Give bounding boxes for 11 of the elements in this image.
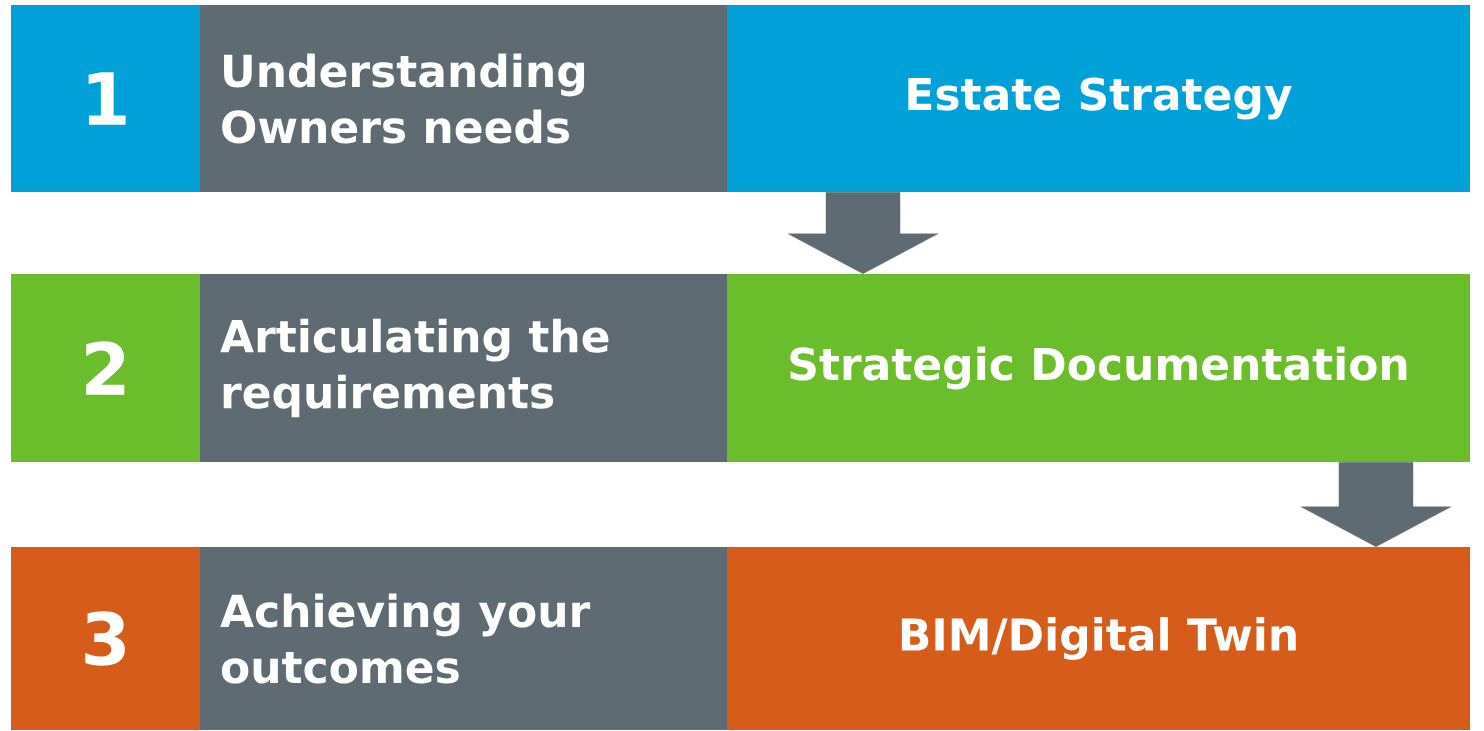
outcome-box: Estate Strategy [727,5,1470,192]
step-box: Understanding Owners needs [200,5,727,192]
number-box: 1 [11,5,200,192]
arrow [787,192,939,274]
arrow [1300,462,1452,547]
outcome-box: Strategic Documentation [727,274,1470,462]
outcome-box: BIM/Digital Twin [727,547,1470,730]
step-box: Achieving your outcomes [200,547,727,730]
number-box: 3 [11,547,200,730]
step-box: Articulating the requirements [200,274,727,462]
number-box: 2 [11,274,200,462]
